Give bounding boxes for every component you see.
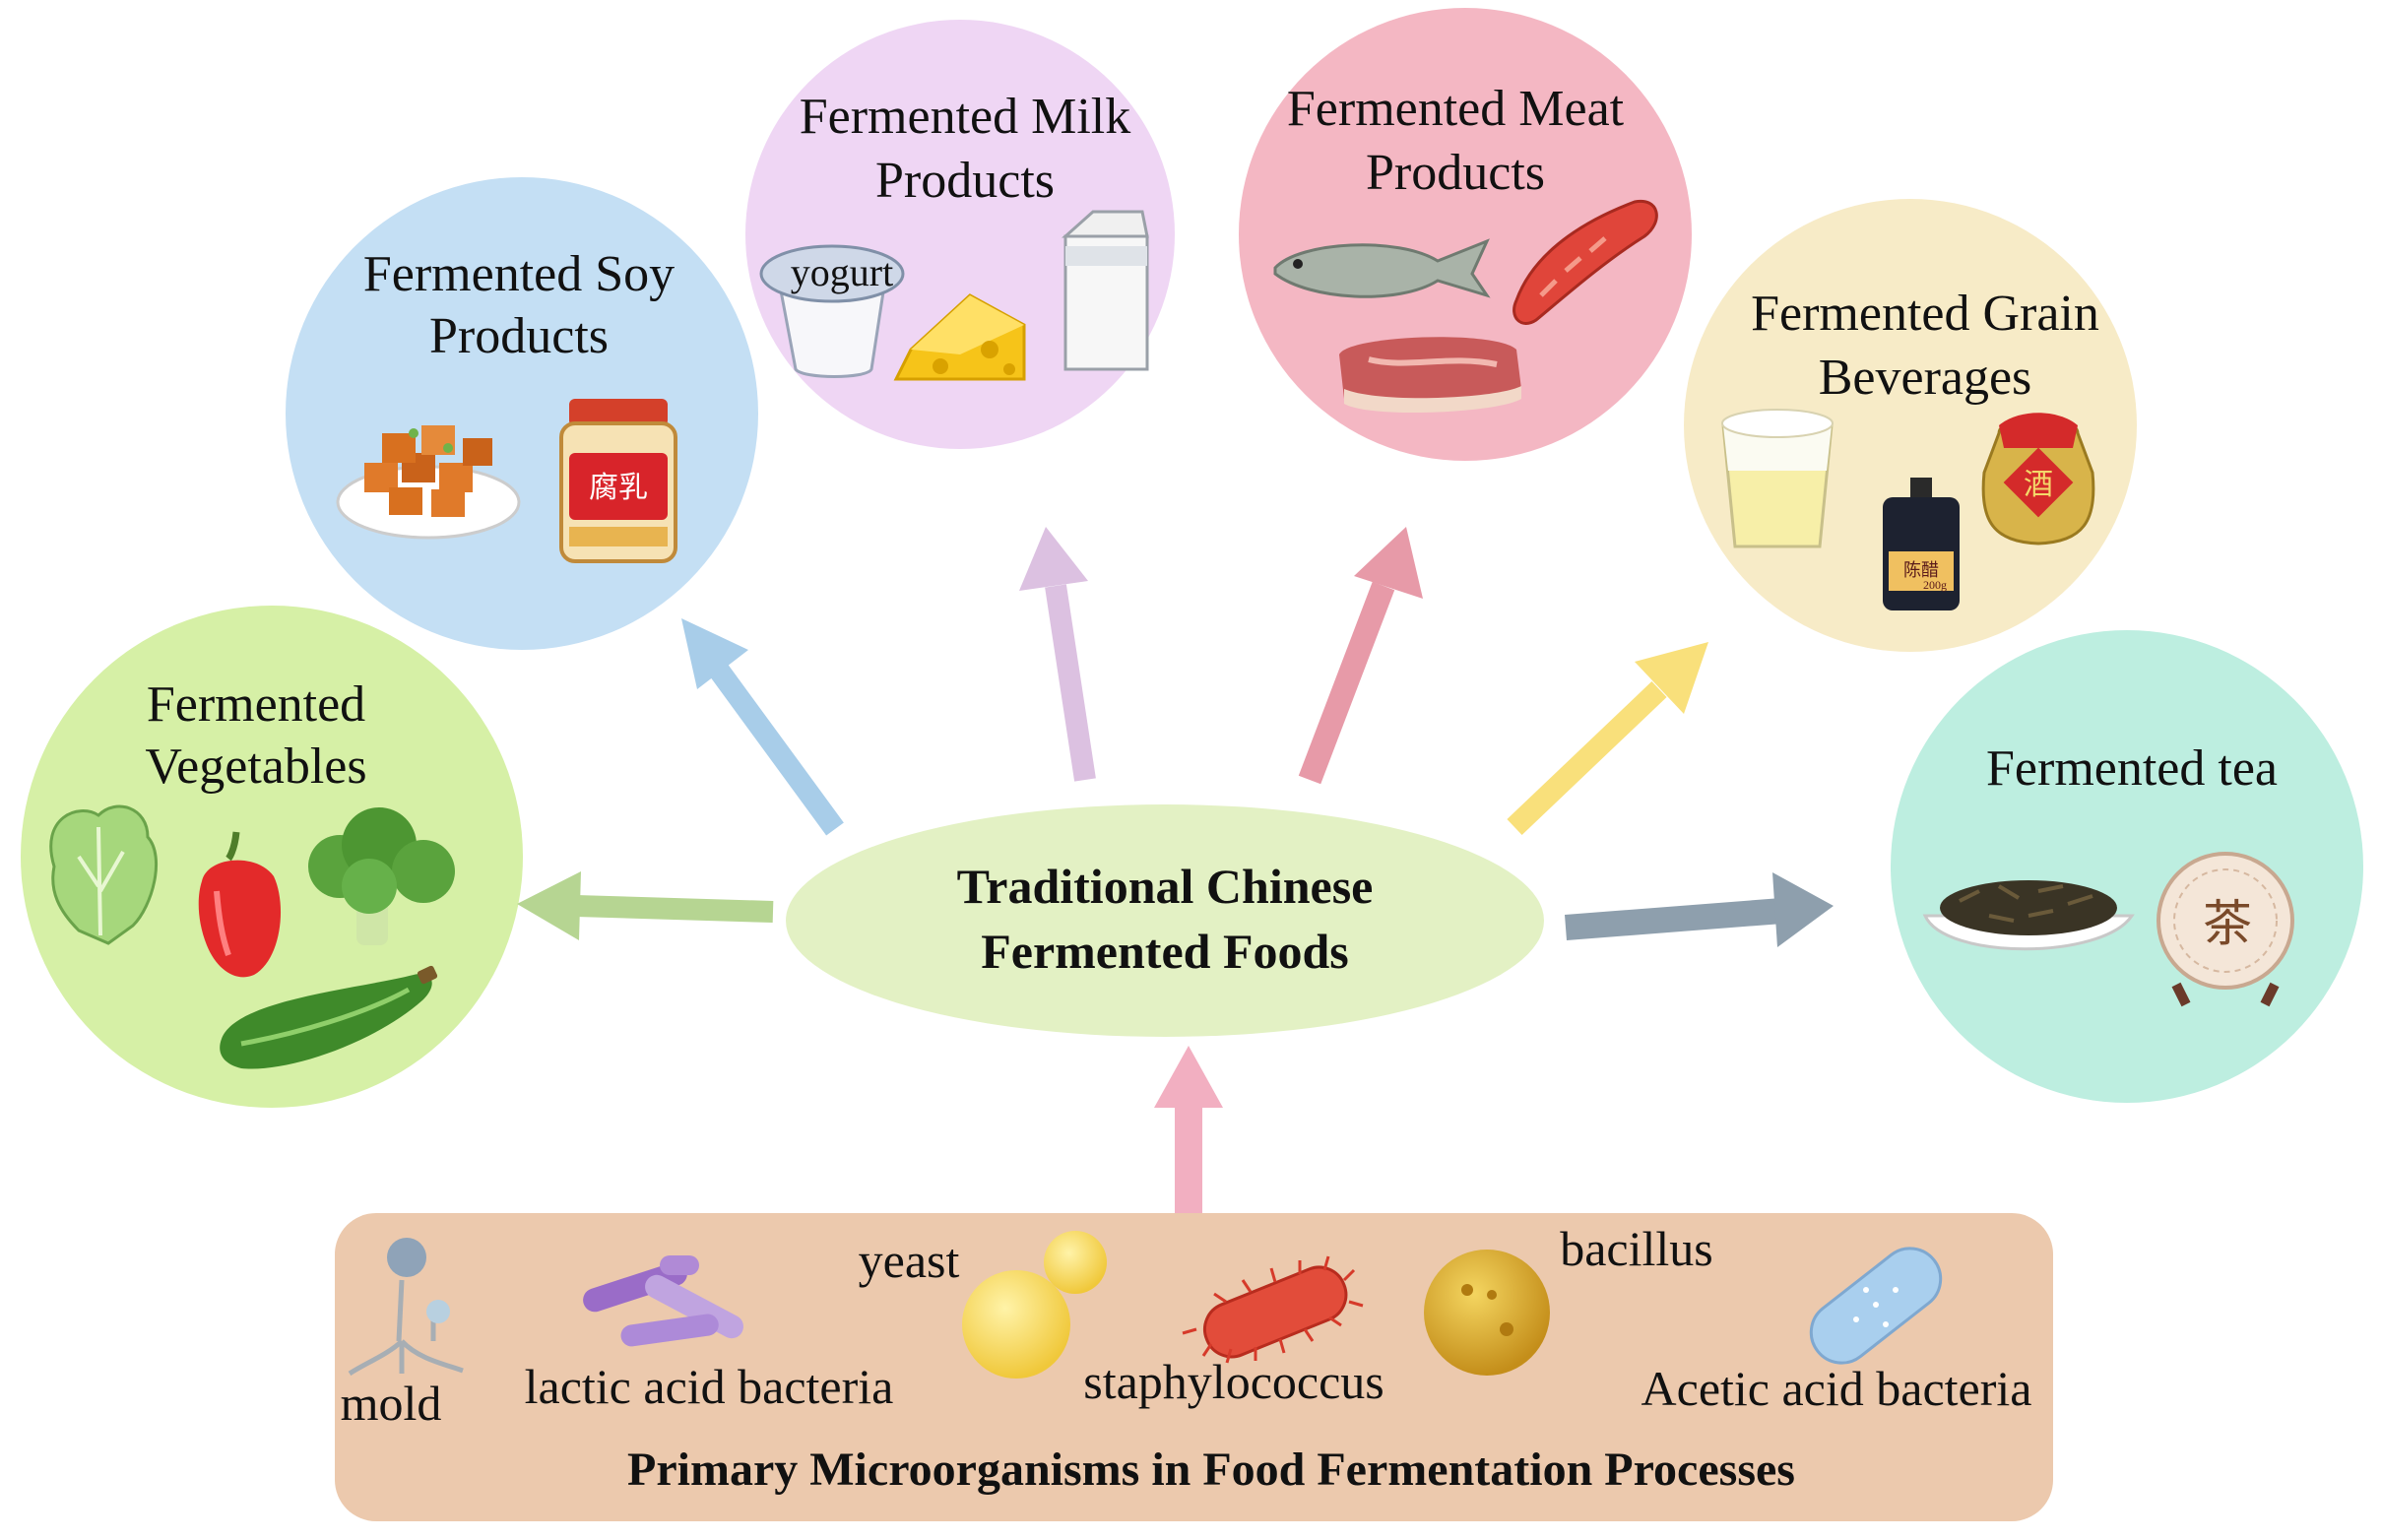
acetic-acid-bacteria-label: Acetic acid bacteria	[1642, 1361, 2032, 1416]
bacillus-icon	[1424, 1250, 1550, 1376]
tea-leaves-bowl-icon	[1922, 880, 2135, 951]
vinegar-label: 陈醋	[1903, 560, 1939, 581]
zucchini-icon	[220, 965, 438, 1069]
microorganisms-panel	[335, 1213, 2053, 1521]
tea-cake-label: 茶	[2203, 895, 2252, 952]
arrow-to-meat	[1298, 527, 1423, 785]
tea-title: Fermented tea	[1986, 740, 2278, 797]
arrow-to-milk	[1019, 527, 1096, 782]
center-title-line2: Fermented Foods	[981, 924, 1349, 979]
lettuce-icon	[49, 804, 158, 945]
broccoli-icon	[308, 807, 455, 945]
yeast-icon	[962, 1231, 1107, 1379]
wine-label: 酒	[2024, 468, 2053, 502]
pork-slab-icon	[1339, 337, 1521, 414]
yogurt-cup-icon	[759, 244, 905, 378]
beer-glass-icon	[1721, 409, 1834, 548]
arrow-to-vegetables	[517, 871, 774, 940]
lactic-acid-bacteria-icon	[583, 1255, 743, 1347]
milk-title-line2: Products	[875, 153, 1055, 209]
fish-icon	[1273, 238, 1491, 298]
lactic-acid-bacteria-label: lactic acid bacteria	[525, 1359, 894, 1414]
tea-cake-icon: 茶	[2157, 852, 2294, 1007]
wine-jar-icon: 酒	[1981, 413, 2095, 545]
yogurt-label: yogurt	[791, 250, 893, 294]
vinegar-weight-label: 200g	[1923, 578, 1947, 592]
arrow-from-microorganisms	[1154, 1046, 1223, 1213]
mold-label: mold	[341, 1376, 442, 1431]
soy-title-line1: Fermented Soy	[363, 246, 675, 302]
red-pepper-icon	[198, 831, 282, 978]
milk-title-line1: Fermented Milk	[800, 89, 1131, 145]
vegetables-title-line1: Fermented	[147, 676, 365, 733]
tea-circle	[1891, 630, 2363, 1103]
grain-title-line1: Fermented Grain	[1751, 286, 2099, 342]
acetic-acid-bacteria-icon	[1809, 1247, 1943, 1365]
yeast-label: yeast	[859, 1233, 960, 1288]
vegetables-title-line2: Vegetables	[145, 738, 366, 795]
center-ellipse	[786, 804, 1544, 1037]
arrow-to-soy	[681, 618, 844, 836]
microorganisms-footer: Primary Microorganisms in Food Fermentat…	[627, 1444, 1795, 1496]
bacillus-label: bacillus	[1560, 1221, 1713, 1276]
sausage-icon	[1513, 199, 1658, 325]
mold-icon	[348, 1238, 464, 1377]
center-title-line1: Traditional Chinese	[957, 859, 1374, 914]
meat-title-line1: Fermented Meat	[1287, 81, 1625, 137]
grain-title-line2: Beverages	[1819, 350, 2032, 406]
arrow-to-tea	[1564, 872, 1834, 947]
milk-carton-icon	[1062, 210, 1149, 371]
fermented-tofu-jar-icon: 腐乳	[559, 399, 677, 563]
cheese-icon	[893, 293, 1026, 381]
staphylococcus-icon	[1182, 1255, 1364, 1364]
furu-label: 腐乳	[589, 471, 648, 505]
soy-title-line2: Products	[429, 308, 609, 364]
vinegar-bottle-icon: 陈醋 200g	[1883, 478, 1960, 610]
meat-title-line2: Products	[1366, 145, 1545, 201]
arrow-to-grain	[1507, 642, 1708, 835]
tofu-plate-icon	[336, 425, 521, 540]
staphylococcus-label: staphylococcus	[1083, 1354, 1384, 1409]
